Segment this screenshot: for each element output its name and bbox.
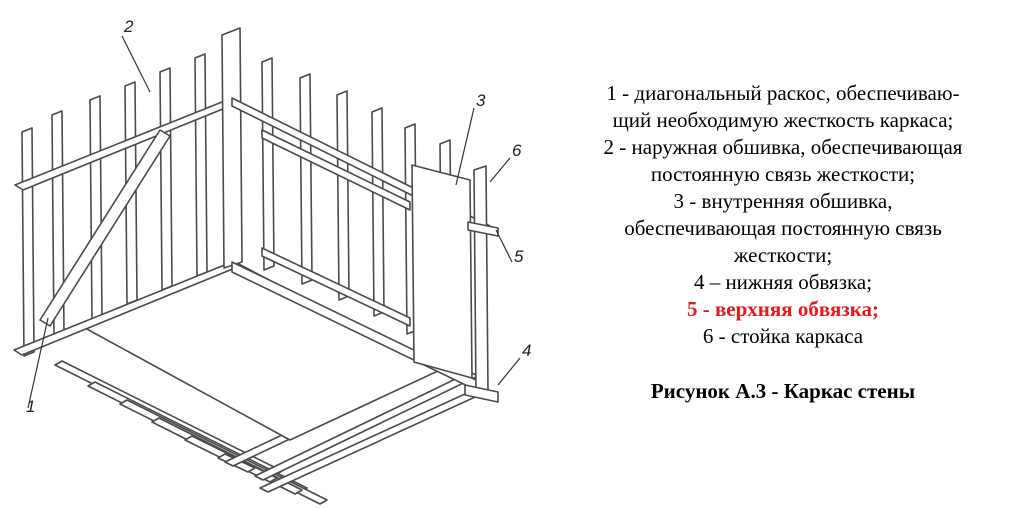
right-top-plate <box>467 221 499 237</box>
inner-sheathing <box>411 164 473 379</box>
legend-line: 2 - наружная обшивка, обеспечивающая <box>603 135 963 159</box>
callout-leaders <box>27 35 521 409</box>
callout-3: 3 <box>476 91 486 110</box>
corner-post <box>221 27 243 269</box>
legend-line: щий необходимую жесткость каркаса; <box>612 108 954 132</box>
right-stud <box>473 165 489 395</box>
legend-line: обеспечивающая постоянную связь <box>624 216 942 240</box>
legend-line: жесткости; <box>733 243 833 267</box>
legend-line: 4 – нижняя обвязка; <box>693 270 873 294</box>
window-head <box>261 129 411 211</box>
callout-5: 5 <box>514 247 524 266</box>
legend-line: постоянную связь жесткости; <box>650 162 916 186</box>
callout-6: 6 <box>512 141 522 160</box>
legend-line: 3 - внутренняя обшивка, <box>673 189 893 213</box>
legend-line: 6 - стойка каркаса <box>702 324 864 348</box>
right-bottom-plate <box>464 384 499 403</box>
callout-4: 4 <box>522 341 531 360</box>
wall-frame-drawing: 1 2 3 4 5 6 <box>13 17 531 505</box>
figure-caption: Рисунок А.3 - Каркас стены <box>650 379 916 403</box>
floor-joists <box>54 359 487 505</box>
legend-highlight-line: 5 - верхняя обвязка; <box>686 297 880 321</box>
callout-2: 2 <box>123 17 134 36</box>
legend: 1 - диагональный раскос, обеспечиваю- щи… <box>548 80 1018 405</box>
window-sill <box>261 247 411 327</box>
legend-line: 1 - диагональный раскос, обеспечиваю- <box>606 81 960 105</box>
callout-1: 1 <box>26 397 35 416</box>
